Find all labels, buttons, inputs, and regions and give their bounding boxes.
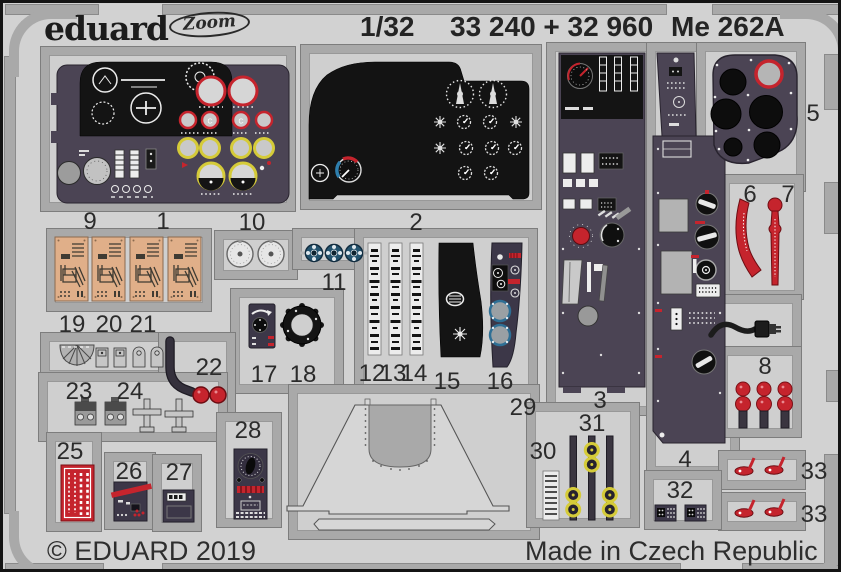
part-29-canopy-bracket: [286, 398, 510, 531]
part-label-3: 3: [593, 387, 607, 414]
fret-corner: [9, 511, 77, 569]
part-label-25: 25: [56, 438, 84, 465]
part-31-rods-yellow-knobs: [565, 435, 618, 521]
belt-hardware-small-buckles: [95, 346, 164, 368]
part-label-26: 26: [115, 458, 143, 485]
part-5-gauge-bezel-cluster: [710, 54, 798, 165]
parts-19-21-seatbelt-buckle-plates: [54, 236, 202, 302]
part-label-22: 22: [195, 354, 223, 381]
part-7-red-rod-handle: [767, 197, 783, 286]
part-8-ball-handles: [735, 381, 793, 429]
part-label-1: 1: [156, 208, 170, 235]
part-16-panel-with-gauges: [488, 242, 523, 368]
fret-edge-top: [163, 5, 666, 14]
part-2-upper-instrument-panel: [308, 61, 530, 200]
part-label-16: 16: [486, 368, 514, 395]
part-3-side-console: [558, 52, 646, 393]
part-22-curved-tube: [165, 336, 227, 404]
eduard-logo: eduard: [44, 9, 169, 48]
part-label-31: 31: [578, 410, 606, 437]
part-24-tee-fittings: [132, 398, 194, 433]
part-label-33b: 33: [800, 501, 828, 528]
belt-hardware-fan: [59, 344, 95, 366]
fret-edge-top: [713, 5, 838, 14]
part-label-30: 30: [529, 438, 557, 465]
part-label-28: 28: [234, 417, 262, 444]
part-18-gear-ring: [280, 303, 324, 347]
fret-corner: [9, 9, 77, 77]
fret-edge-bottom: [163, 564, 680, 569]
part-label-5: 5: [806, 100, 820, 127]
part-33b-red-levers: [733, 497, 786, 519]
part-11-blue-valves: [300, 243, 367, 263]
set-numbers-label: 33 240 + 32 960: [450, 11, 654, 42]
fret-corner: [780, 9, 838, 77]
part-label-11: 11: [321, 269, 347, 296]
gauge-c-marking: C: [207, 119, 212, 126]
part-label-32: 32: [666, 477, 694, 504]
copyright-text: © EDUARD 2019: [47, 536, 256, 566]
part-label-2: 2: [409, 209, 423, 236]
part-label-8: 8: [758, 353, 772, 380]
gauge-c-marking: C: [238, 119, 243, 126]
fret-window-part33a: [719, 451, 805, 489]
part-label-9: 9: [83, 208, 97, 235]
part-label-23: 23: [65, 378, 93, 405]
part-label-24: 24: [116, 378, 144, 405]
part-4-console-panel: [652, 52, 726, 444]
part-1-main-instrument-panel: C C: [51, 61, 290, 204]
part-label-14: 14: [400, 360, 428, 387]
parts-artwork-layer: C C: [51, 52, 798, 531]
part-17-knob-panel: [248, 303, 276, 349]
part-label-19: 19: [58, 311, 86, 338]
part-label-7: 7: [781, 181, 795, 208]
part-28-clock-panel: [233, 448, 268, 520]
part-label-15: 15: [433, 368, 461, 395]
part-30-placard-strip: [542, 470, 560, 521]
part-15-black-side-panel: [438, 242, 484, 358]
part-label-12: 12: [358, 360, 386, 387]
part-label-20: 20: [95, 311, 123, 338]
part-26-striped-panel: [110, 481, 153, 522]
fret-window-parts23-24: [39, 373, 227, 441]
part-label-21: 21: [129, 311, 157, 338]
part-25-red-placard: [60, 464, 95, 522]
part-label-6: 6: [743, 181, 757, 208]
part-label-13: 13: [379, 360, 407, 387]
part-label-10: 10: [238, 209, 266, 236]
part-label-4: 4: [678, 446, 692, 473]
part-label-18: 18: [289, 361, 317, 388]
part-label-29: 29: [509, 394, 537, 421]
part-label-17: 17: [250, 361, 278, 388]
part-6-red-lever: [735, 198, 762, 278]
fret-edge-right: [827, 371, 838, 401]
part-label-33a: 33: [800, 458, 828, 485]
scale-label: 1/32: [360, 11, 415, 42]
cable-with-connector: [708, 320, 781, 338]
part-23-latch-boxes: [74, 397, 127, 426]
part-32-connectors: [654, 504, 707, 522]
part-27-labeled-panel: [162, 489, 195, 523]
parts-12-14-placard-strips: [367, 242, 424, 356]
part-33a-red-levers: [733, 455, 786, 477]
fret-edge-right: [825, 183, 838, 233]
fret-edge-left: [5, 57, 15, 513]
part-10-white-dials: [226, 238, 285, 268]
part-label-27: 27: [165, 459, 193, 486]
made-in-text: Made in Czech Republic: [525, 536, 818, 566]
subject-label: Me 262A: [671, 11, 785, 42]
fret-window-part33b: [719, 493, 805, 530]
